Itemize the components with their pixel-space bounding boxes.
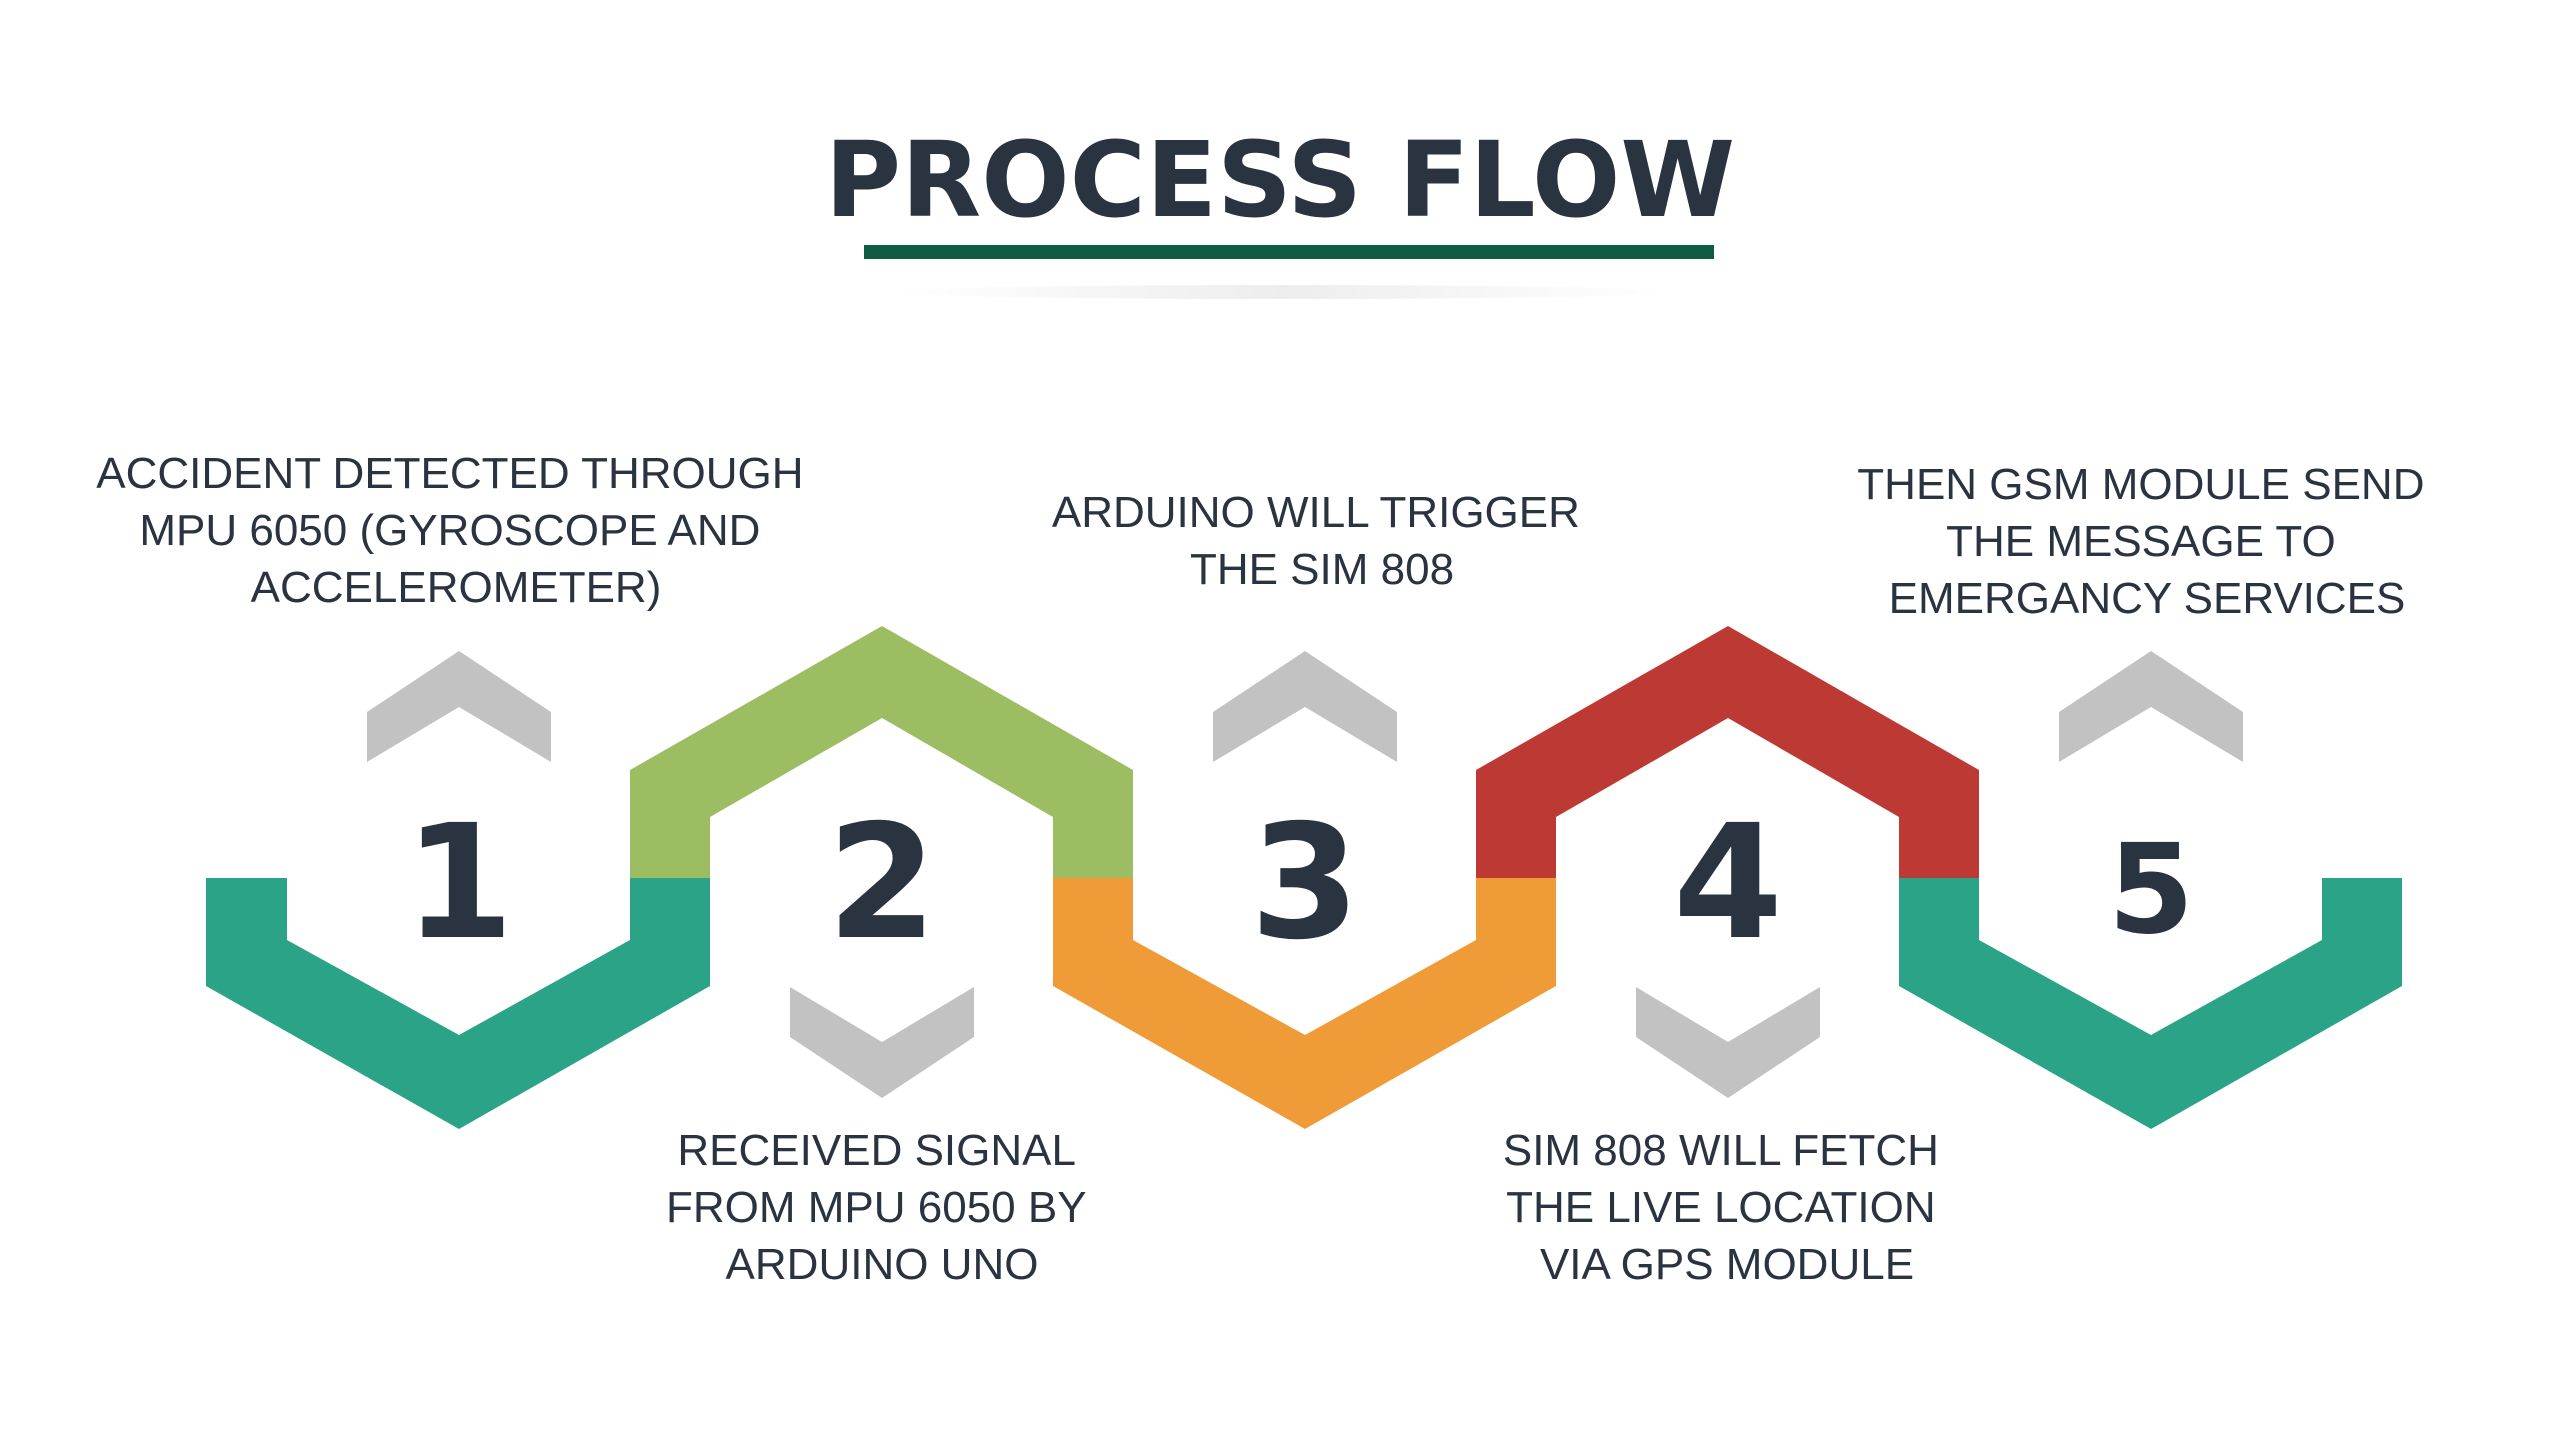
step-3-band xyxy=(1053,878,1556,1129)
step-5-description: THEN GSM MODULE SEND THE MESSAGE TO EMER… xyxy=(1857,460,2436,623)
step-descriptions: ACCIDENT DETECTED THROUGH MPU 6050 (GYRO… xyxy=(96,449,2436,1289)
description-line: ARDUINO WILL TRIGGER xyxy=(1052,488,1580,537)
description-line: THE SIM 808 xyxy=(1190,545,1454,594)
description-line: SIM 808 WILL FETCH xyxy=(1503,1126,1939,1175)
description-line: ACCIDENT DETECTED THROUGH xyxy=(96,449,803,498)
title-shadow xyxy=(892,285,1672,299)
chevron-up-icon xyxy=(2059,651,2243,762)
description-line: THEN GSM MODULE SEND xyxy=(1857,460,2424,509)
chevron-up-icon xyxy=(1213,651,1397,762)
zigzag-band xyxy=(206,626,2402,1129)
title-underline xyxy=(864,245,1714,259)
step-numbers: 1 2 3 4 5 xyxy=(404,791,2194,975)
step-number: 1 xyxy=(404,791,514,975)
step-2-description: RECEIVED SIGNAL FROM MPU 6050 BY ARDUINO… xyxy=(666,1126,1098,1289)
chevron-up-icon xyxy=(367,651,551,762)
step-4-description: SIM 808 WILL FETCH THE LIVE LOCATION VIA… xyxy=(1503,1126,1951,1289)
description-line: ARDUINO UNO xyxy=(726,1240,1039,1289)
step-1-description: ACCIDENT DETECTED THROUGH MPU 6050 (GYRO… xyxy=(96,449,816,612)
description-line: VIA GPS MODULE xyxy=(1540,1240,1914,1289)
step-2-band xyxy=(630,626,1133,878)
description-line: THE LIVE LOCATION xyxy=(1506,1183,1936,1232)
description-line: MPU 6050 (GYROSCOPE AND xyxy=(139,506,760,555)
description-line: RECEIVED SIGNAL xyxy=(677,1126,1075,1175)
step-number: 4 xyxy=(1673,791,1783,975)
step-4-band xyxy=(1476,626,1979,878)
description-line: ACCELEROMETER) xyxy=(251,563,662,612)
step-number: 3 xyxy=(1250,791,1360,975)
chevron-down-icon xyxy=(1636,987,1820,1098)
chevron-down-icon xyxy=(790,987,974,1098)
step-3-description: ARDUINO WILL TRIGGER THE SIM 808 xyxy=(1052,488,1592,594)
step-1-band xyxy=(206,878,710,1129)
step-number: 2 xyxy=(827,791,937,975)
page-title: PROCESS FLOW xyxy=(825,119,1735,241)
step-number: 5 xyxy=(2108,818,2194,962)
description-line: EMERGANCY SERVICES xyxy=(1889,574,2406,623)
description-line: THE MESSAGE TO xyxy=(1946,517,2336,566)
step-5-band xyxy=(1899,878,2402,1129)
chevrons xyxy=(367,651,2243,1098)
description-line: FROM MPU 6050 BY xyxy=(666,1183,1086,1232)
